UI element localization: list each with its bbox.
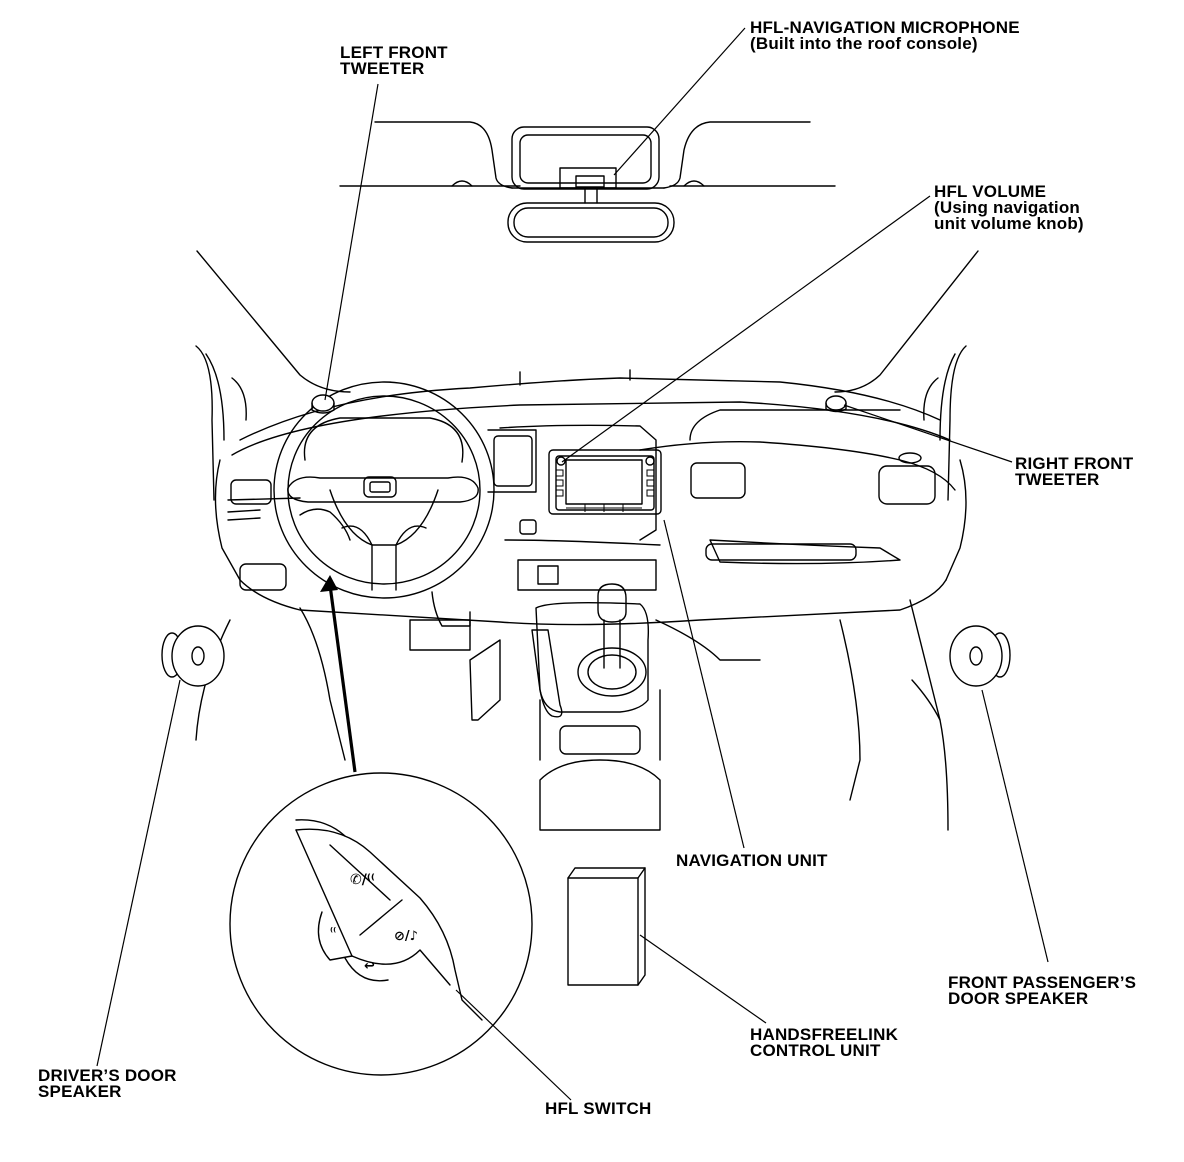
- svg-text:↩: ↩: [364, 959, 375, 974]
- label-line: SPEAKER: [38, 1082, 122, 1101]
- hfl-switch-detail: ✆/⁽⁽ ⊘/♪ ⁽⁽ ↩: [229, 772, 533, 1076]
- label-line: unit volume knob): [934, 214, 1084, 233]
- label-line: NAVIGATION UNIT: [676, 851, 828, 870]
- left-front-tweeter-shape: [311, 394, 335, 414]
- label-line: HANDSFREELINK: [750, 1025, 899, 1044]
- navigation-unit-label: NAVIGATION UNIT: [676, 851, 828, 870]
- rear-view-mirror: [507, 187, 675, 243]
- steering-wheel: [273, 381, 495, 651]
- hfl-volume-label: HFL VOLUME (Using navigation unit volume…: [934, 182, 1084, 233]
- label-line: LEFT FRONT: [340, 43, 448, 62]
- handsfreelink-control-unit-box: [567, 867, 646, 986]
- right-front-tweeter-label: RIGHT FRONT TWEETER: [1015, 454, 1134, 489]
- a-pillars: [195, 250, 979, 501]
- center-console: [195, 583, 949, 831]
- label-line: HFL VOLUME: [934, 182, 1047, 201]
- label-line: (Using navigation: [934, 198, 1081, 217]
- label-line: RIGHT FRONT: [1015, 454, 1134, 473]
- label-line: FRONT PASSENGER’S: [948, 973, 1137, 992]
- front-passenger-door-speaker-label: FRONT PASSENGER’S DOOR SPEAKER: [948, 973, 1137, 1008]
- roof-console: [339, 121, 836, 190]
- drivers-door-speaker-label: DRIVER’S DOOR SPEAKER: [38, 1066, 177, 1101]
- left-front-tweeter-label: LEFT FRONT TWEETER: [340, 43, 448, 78]
- leader-lines: [96, 27, 1049, 1101]
- label-line: DRIVER’S DOOR: [38, 1066, 177, 1085]
- hfl-switch-label: HFL SWITCH: [545, 1099, 652, 1118]
- label-line: TWEETER: [340, 59, 425, 78]
- svg-text:⁽⁽: ⁽⁽: [330, 925, 336, 938]
- passenger-door-speaker-shape: [949, 625, 1011, 687]
- drivers-door-speaker-shape: [161, 625, 225, 687]
- hfl-navigation-microphone-label: HFL-NAVIGATION MICROPHONE (Built into th…: [750, 18, 1020, 53]
- label-line: CONTROL UNIT: [750, 1041, 881, 1060]
- svg-text:✆/⁽⁽: ✆/⁽⁽: [350, 872, 375, 888]
- label-line: (Built into the roof console): [750, 34, 978, 53]
- label-line: DOOR SPEAKER: [948, 989, 1089, 1008]
- label-line: HFL-NAVIGATION MICROPHONE: [750, 18, 1020, 37]
- navigation-unit: [548, 449, 662, 515]
- handsfreelink-control-unit-label: HANDSFREELINK CONTROL UNIT: [750, 1025, 899, 1060]
- right-front-tweeter-shape: [825, 395, 847, 413]
- label-line: HFL SWITCH: [545, 1099, 652, 1118]
- svg-text:⊘/♪: ⊘/♪: [394, 929, 418, 944]
- label-line: TWEETER: [1015, 470, 1100, 489]
